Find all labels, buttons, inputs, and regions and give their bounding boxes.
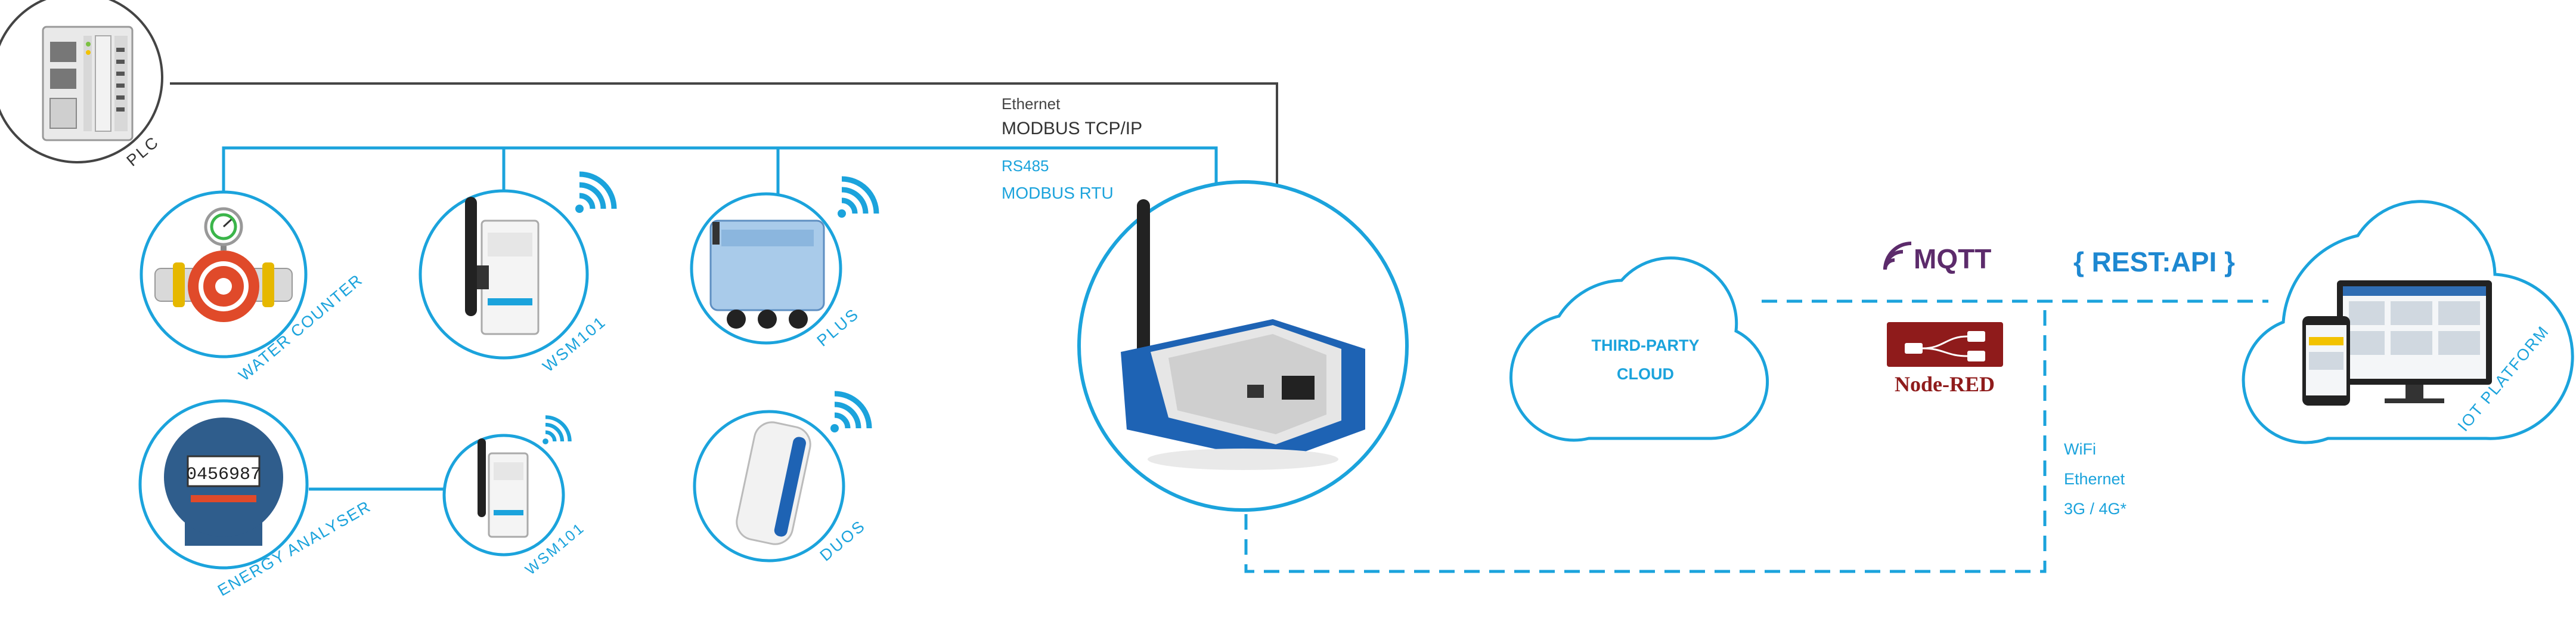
node-red-label: Node-RED	[1895, 372, 1995, 396]
ethernet-label: Ethernet	[1002, 95, 1061, 113]
plc-node[interactable]: PLC	[0, 0, 163, 170]
ethernet-uplink-label: Ethernet	[2064, 470, 2125, 488]
duos-node[interactable]: DUOS	[693, 410, 869, 565]
wifi-icon	[575, 174, 614, 213]
mqtt-logo: MQTT	[1883, 242, 1991, 274]
node-red-logo-icon	[1887, 322, 2003, 367]
third-party-cloud-node[interactable]: THIRD-PARTY CLOUD	[1509, 256, 1769, 442]
wifi-icon	[543, 417, 570, 444]
cloud-icon	[1509, 256, 1769, 442]
iot-platform-node[interactable]: IOT PLATFORM	[2242, 200, 2574, 444]
gateway-node[interactable]	[1077, 180, 1409, 512]
modbus-rtu-label: MODBUS RTU	[1002, 184, 1114, 202]
mqtt-label: MQTT	[1914, 243, 1991, 274]
rs485-label: RS485	[1002, 157, 1049, 175]
rest-api-label: { REST:API }	[2073, 246, 2235, 277]
cloud-label-line2: CLOUD	[1617, 365, 1674, 383]
plus-node[interactable]: PLUS	[690, 192, 863, 350]
energy-reading: 0456987	[186, 465, 261, 485]
mqtt-logo-icon	[1883, 242, 1912, 270]
ethernet-wire	[170, 82, 1278, 185]
energy-analyser-node[interactable]: 0456987 ENERGY ANALYSER	[138, 399, 374, 599]
wsm101-bottom-node[interactable]: WSM101	[442, 434, 588, 579]
modbus-tcp-label: MODBUS TCP/IP	[1002, 119, 1142, 138]
wifi-icon	[830, 394, 869, 432]
uplink-dashed-wire	[1244, 301, 2047, 573]
wifi-icon	[838, 179, 876, 218]
cellular-label: 3G / 4G*	[2064, 500, 2127, 518]
node-red-logo: Node-RED	[1887, 322, 2003, 396]
rs485-bus-wire	[222, 146, 1218, 220]
water-counter-node[interactable]: WATER COUNTER	[140, 190, 366, 385]
cloud-label-line1: THIRD-PARTY	[1592, 336, 1700, 354]
wifi-label: WiFi	[2064, 440, 2096, 458]
wsm101-top-node[interactable]: WSM101	[419, 189, 610, 376]
